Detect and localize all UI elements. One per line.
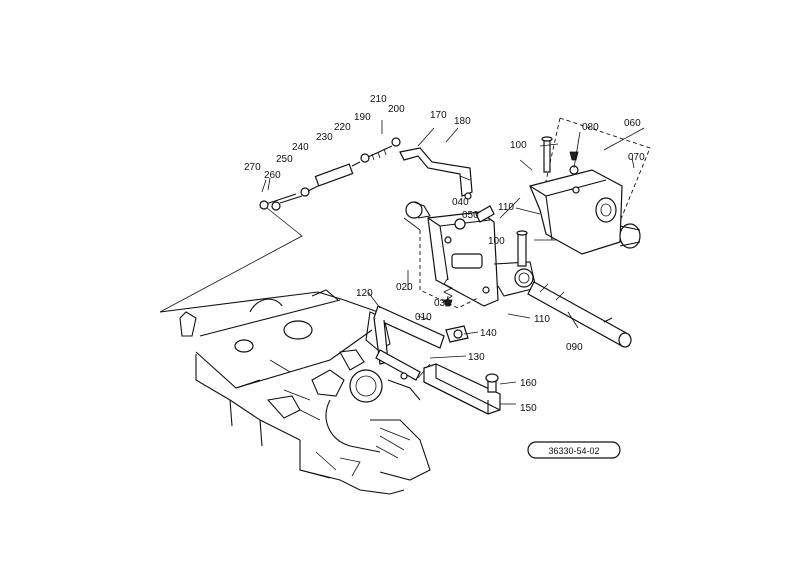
label-260: 260 [264, 170, 281, 181]
label-070: 070 [628, 152, 645, 163]
label-110-top: 110 [498, 202, 514, 213]
label-140: 140 [480, 328, 497, 339]
part-labels: 010 020 030 040 050 060 070 080 090 100 … [244, 94, 645, 414]
label-210: 210 [370, 94, 387, 105]
label-180: 180 [454, 116, 471, 127]
label-050: 050 [462, 210, 479, 221]
label-110-low: 110 [534, 314, 550, 325]
leader-lines [367, 127, 645, 405]
figure-code-badge: 36330-54-02 [527, 441, 621, 459]
engine-block [159, 289, 431, 495]
label-150: 150 [520, 403, 537, 414]
bracket-170 [399, 147, 473, 200]
fitting-140 [445, 325, 469, 343]
linkage-rods [159, 120, 401, 313]
label-060: 060 [624, 118, 641, 129]
label-130: 130 [468, 352, 485, 363]
label-190: 190 [354, 112, 371, 123]
label-080: 080 [582, 122, 599, 133]
label-250: 250 [276, 154, 293, 165]
label-270: 270 [244, 162, 261, 173]
label-090: 090 [566, 342, 583, 353]
support-bracket-060 [529, 117, 651, 255]
label-170: 170 [430, 110, 447, 121]
block-150 [423, 363, 501, 415]
label-230: 230 [316, 132, 333, 143]
label-100-top: 100 [510, 140, 527, 151]
label-240: 240 [292, 142, 309, 153]
label-200: 200 [388, 104, 405, 115]
label-220: 220 [334, 122, 351, 133]
label-030: 030 [434, 298, 451, 309]
label-020: 020 [396, 282, 413, 293]
label-100-mid: 100 [488, 236, 505, 247]
label-040: 040 [452, 197, 469, 208]
figure-code-text: 36330-54-02 [548, 446, 599, 456]
shaft-090 [527, 281, 632, 348]
label-120: 120 [356, 288, 373, 299]
label-010: 010 [415, 312, 432, 323]
label-160: 160 [520, 378, 537, 389]
governor-housing [405, 201, 537, 307]
